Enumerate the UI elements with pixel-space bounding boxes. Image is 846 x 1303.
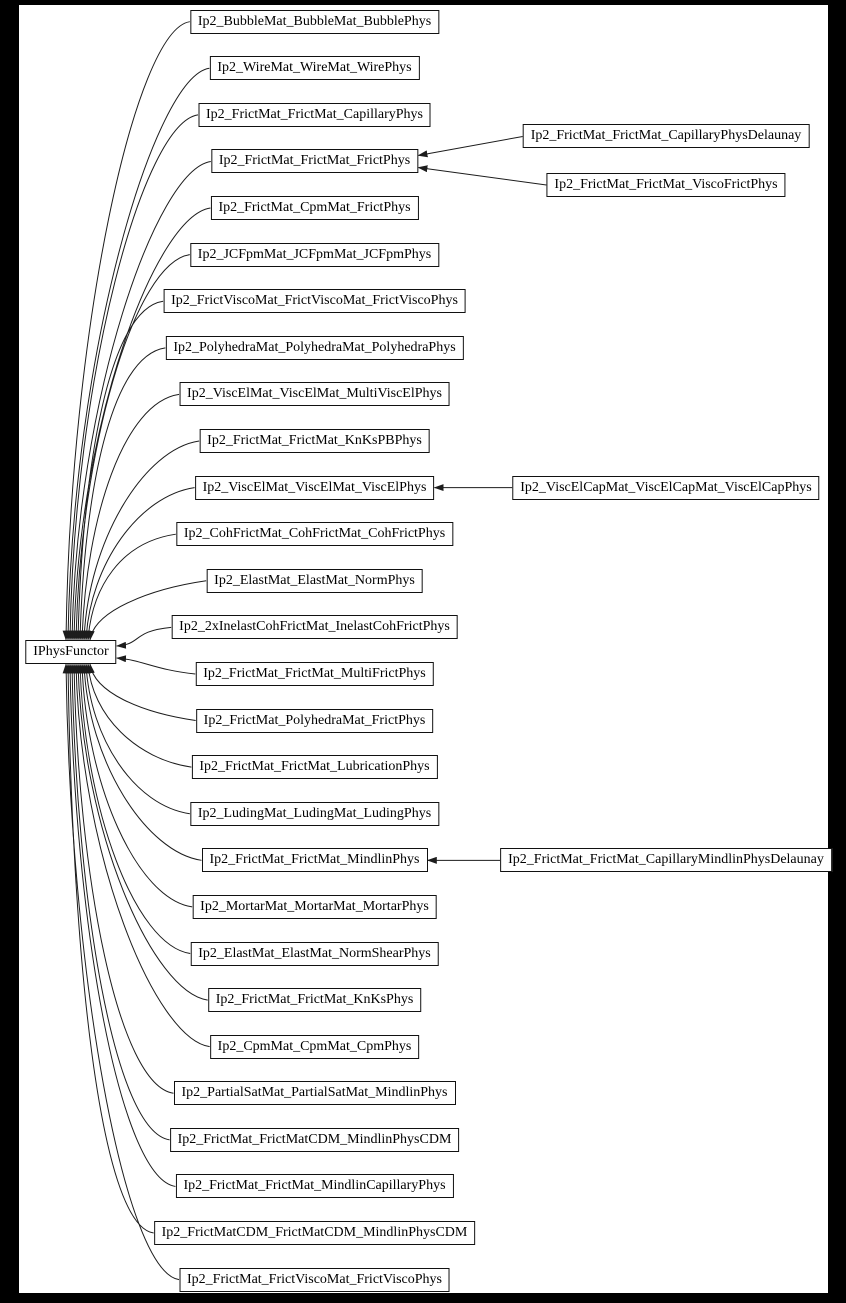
class-node[interactable]: Ip2_FrictMat_FrictMat_CapillaryMindlinPh… (500, 848, 832, 873)
root-class-node[interactable]: IPhysFunctor (25, 640, 117, 664)
class-node[interactable]: Ip2_ViscElMat_ViscElMat_ViscElPhys (194, 475, 435, 500)
class-node[interactable]: Ip2_FrictMat_PolyhedraMat_FrictPhys (195, 708, 434, 733)
class-node[interactable]: Ip2_CpmMat_CpmMat_CpmPhys (209, 1034, 420, 1059)
class-node[interactable]: Ip2_FrictMat_FrictViscoMat_FrictViscoPhy… (179, 1267, 450, 1292)
class-node[interactable]: Ip2_FrictMat_FrictMat_MindlinCapillaryPh… (175, 1174, 454, 1199)
class-node[interactable]: Ip2_FrictMat_FrictMat_KnKsPBPhys (199, 429, 430, 453)
class-node[interactable]: Ip2_LudingMat_LudingMat_LudingPhys (189, 801, 440, 826)
class-node[interactable]: Ip2_FrictViscoMat_FrictViscoMat_FrictVis… (163, 289, 466, 314)
class-node[interactable]: Ip2_PartialSatMat_PartialSatMat_MindlinP… (173, 1081, 456, 1106)
class-node[interactable]: Ip2_ViscElCapMat_ViscElCapMat_ViscElCapP… (512, 475, 820, 500)
class-node[interactable]: Ip2_2xInelastCohFrictMat_InelastCohFrict… (171, 615, 458, 640)
class-node[interactable]: Ip2_ElastMat_ElastMat_NormShearPhys (190, 941, 439, 966)
class-node[interactable]: Ip2_ElastMat_ElastMat_NormPhys (206, 568, 423, 593)
class-node[interactable]: Ip2_FrictMat_FrictMat_MindlinPhys (201, 848, 428, 873)
class-node[interactable]: Ip2_FrictMat_FrictMat_ViscoFrictPhys (546, 172, 786, 197)
class-node[interactable]: Ip2_ViscElMat_ViscElMat_MultiViscElPhys (179, 382, 450, 407)
class-node[interactable]: Ip2_PolyhedraMat_PolyhedraMat_PolyhedraP… (165, 335, 464, 360)
class-node[interactable]: Ip2_FrictMatCDM_FrictMatCDM_MindlinPhysC… (153, 1221, 476, 1246)
class-node[interactable]: Ip2_FrictMat_CpmMat_FrictPhys (210, 196, 419, 221)
class-node[interactable]: Ip2_BubbleMat_BubbleMat_BubblePhys (189, 9, 440, 34)
class-node[interactable]: Ip2_FrictMat_FrictMat_CapillaryPhysDelau… (522, 124, 810, 149)
class-node[interactable]: Ip2_FrictMat_FrictMat_LubricationPhys (191, 755, 438, 780)
class-node[interactable]: Ip2_FrictMat_FrictMat_CapillaryPhys (198, 102, 431, 127)
class-node[interactable]: Ip2_JCFpmMat_JCFpmMat_JCFpmPhys (189, 242, 440, 267)
class-node[interactable]: Ip2_FrictMat_FrictMatCDM_MindlinPhysCDM (169, 1127, 460, 1152)
class-node[interactable]: Ip2_FrictMat_FrictMat_MultiFrictPhys (195, 661, 434, 686)
class-node[interactable]: Ip2_FrictMat_FrictMat_FrictPhys (210, 149, 419, 174)
class-node[interactable]: Ip2_WireMat_WireMat_WirePhys (209, 56, 420, 81)
class-node[interactable]: Ip2_MortarMat_MortarMat_MortarPhys (192, 894, 437, 919)
class-node[interactable]: Ip2_CohFrictMat_CohFrictMat_CohFrictPhys (175, 522, 454, 547)
class-node[interactable]: Ip2_FrictMat_FrictMat_KnKsPhys (207, 988, 422, 1013)
